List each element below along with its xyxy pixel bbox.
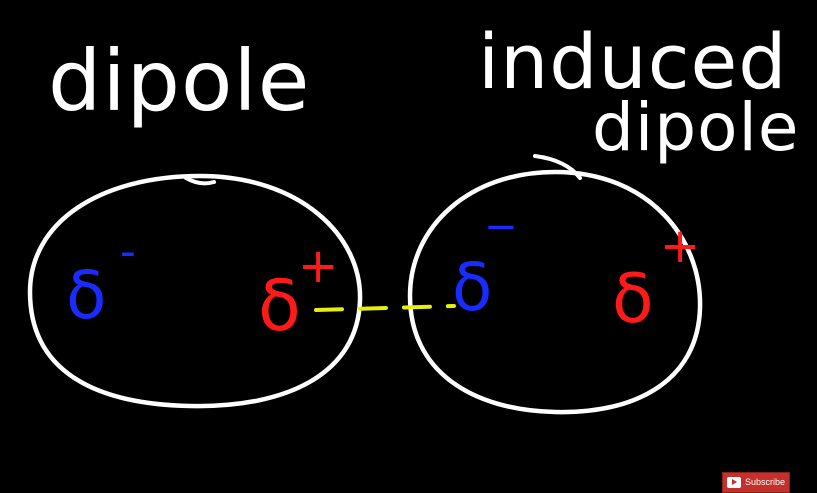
dipole-positive-sign: + — [298, 238, 338, 294]
induced-dipole-heading: dipole — [592, 89, 799, 166]
induced-negative-sign: − — [484, 204, 518, 250]
induced-dipole-molecule-outline — [407, 169, 703, 415]
induced-positive-delta: δ — [612, 260, 654, 339]
dipole-pointer-stroke — [184, 176, 216, 186]
induced-negative-delta: δ — [452, 249, 492, 326]
dipole-positive-delta: δ — [258, 265, 301, 347]
dipole-negative-sign: - — [120, 226, 136, 277]
dipole-negative-delta: δ — [66, 257, 106, 334]
intermolecular-attraction-line — [314, 304, 456, 312]
subscribe-label: Subscribe — [745, 477, 786, 487]
subscribe-button[interactable]: Subscribe — [722, 472, 790, 493]
dipole-heading: dipole — [48, 32, 310, 130]
dipole-molecule-outline — [27, 173, 363, 409]
play-icon — [727, 477, 741, 488]
induced-positive-sign: + — [660, 218, 700, 274]
induced-heading: induced — [478, 17, 787, 106]
